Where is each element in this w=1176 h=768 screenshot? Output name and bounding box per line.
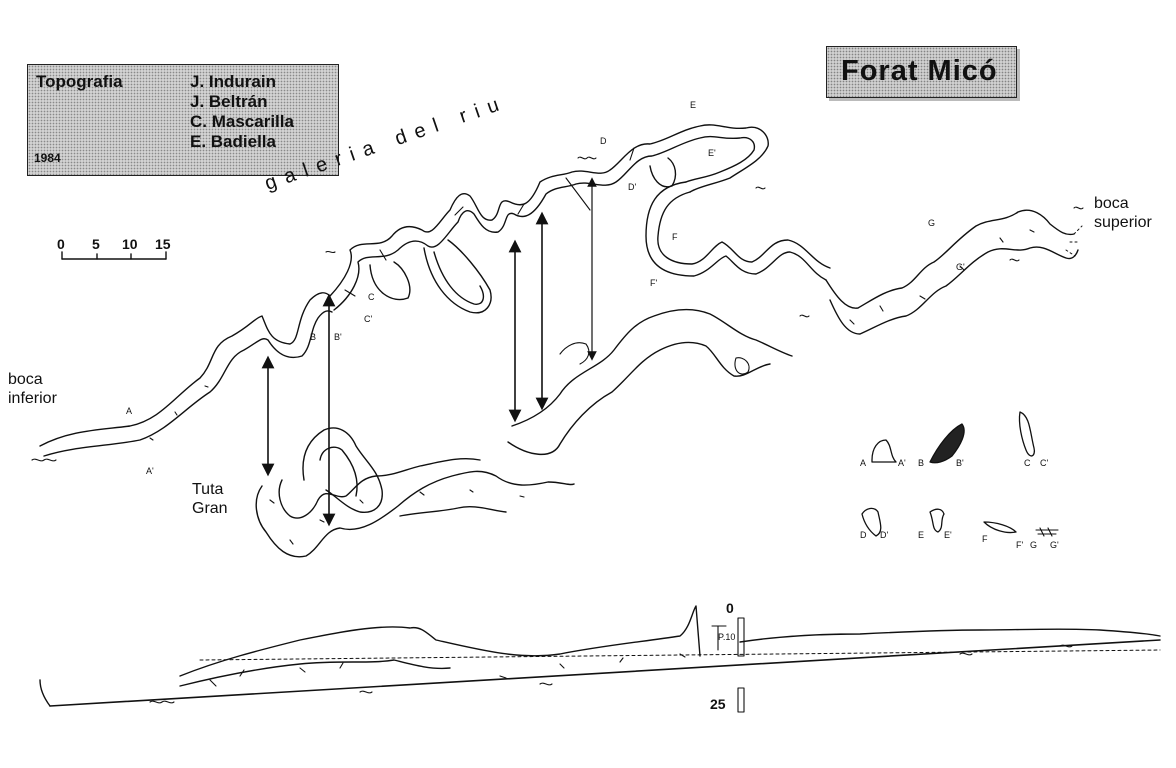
section-d — [861, 507, 882, 537]
lower-passage — [39, 292, 333, 457]
xs-label-e: E — [918, 530, 925, 540]
marker-c: C — [368, 292, 375, 302]
upper-gallery-east — [825, 209, 1083, 335]
boca-inferior-label: boca inferior — [8, 371, 57, 407]
boca-superior-label: boca superior — [1094, 195, 1152, 231]
xs-label-f-prime: F' — [1016, 540, 1024, 550]
section-f — [983, 521, 1017, 534]
marker-e-prime: E' — [708, 148, 716, 158]
credit-name: E. Badiella — [190, 132, 276, 151]
marker-e: E — [690, 100, 697, 110]
marker-f-prime: F' — [650, 278, 658, 288]
marker-a: A — [126, 406, 133, 416]
credit-name: J. Beltrán — [190, 92, 268, 111]
credits-label: Topografia — [36, 72, 123, 91]
marker-c-prime: C' — [364, 314, 373, 324]
section-e — [929, 508, 945, 533]
xs-label-a-prime: A' — [898, 458, 906, 468]
marker-b-prime: B' — [334, 332, 342, 342]
marker-g: G — [928, 218, 936, 228]
galeria-del-riu-passage — [329, 124, 769, 314]
marker-f: F — [672, 232, 678, 242]
tuta-gran-label: Tuta Gran — [192, 481, 228, 517]
xs-label-c: C — [1024, 458, 1031, 468]
xs-label-g: G — [1030, 540, 1038, 550]
section-b — [929, 423, 965, 464]
xs-label-g-prime: G' — [1050, 540, 1059, 550]
xs-label-b-prime: B' — [956, 458, 964, 468]
scale-tick-15: 15 — [155, 236, 171, 252]
xs-label-f: F — [982, 534, 988, 544]
loop-passage-f — [645, 181, 831, 281]
page-title: Forat Micó — [841, 55, 998, 87]
xs-label-e-prime: E' — [944, 530, 952, 540]
credit-name: C. Mascarilla — [190, 112, 294, 131]
cross-sections — [861, 411, 1059, 537]
water-flow-marks — [31, 156, 1084, 704]
longitudinal-profile — [39, 605, 1161, 713]
scale-bar — [61, 251, 167, 260]
marker-a-prime: A' — [146, 466, 154, 476]
xs-label-a: A — [860, 458, 867, 468]
profile-pitch-label: P.10 — [718, 632, 736, 642]
tuta-gran-chamber — [255, 427, 575, 558]
credits-box: Topografia 1984 J. Indurain J. Beltrán C… — [27, 64, 339, 176]
marker-d: D — [600, 136, 607, 146]
connection-arrows — [261, 177, 597, 527]
middle-passage — [507, 308, 793, 456]
scale-tick-0: 0 — [57, 236, 65, 252]
xs-label-d: D — [860, 530, 867, 540]
section-a — [871, 439, 897, 463]
section-g — [1035, 527, 1059, 537]
marker-b: B — [310, 332, 317, 342]
profile-top-label: 0 — [726, 600, 734, 616]
title-box: Forat Micó — [826, 46, 1017, 98]
scale-tick-10: 10 — [122, 236, 138, 252]
credits-names: J. Indurain J. Beltrán C. Mascarilla E. … — [190, 72, 294, 152]
profile-depth-label: 25 — [710, 696, 726, 712]
section-c — [1018, 411, 1036, 457]
xs-label-d-prime: D' — [880, 530, 889, 540]
xs-label-c-prime: C' — [1040, 458, 1049, 468]
credit-name: J. Indurain — [190, 72, 276, 91]
scale-tick-5: 5 — [92, 236, 100, 252]
xs-label-b: B — [918, 458, 925, 468]
marker-d-prime: D' — [628, 182, 637, 192]
marker-g-prime: G' — [956, 262, 965, 272]
credits-year: 1984 — [34, 151, 61, 165]
